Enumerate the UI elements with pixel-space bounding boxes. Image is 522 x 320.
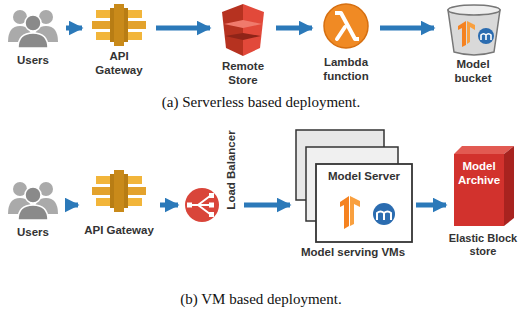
api-gateway-icon: [92, 4, 146, 46]
node-label: Users: [2, 54, 64, 68]
users-icon: [8, 182, 58, 220]
object-store-icon: [222, 4, 264, 56]
model-bucket-icon: [448, 5, 500, 55]
node-label: Load Balancer: [225, 130, 239, 209]
node-caption: Elastic Block store: [448, 232, 518, 258]
flow-arrow: [380, 26, 434, 31]
load-balancer-icon: [185, 188, 219, 222]
flow-arrow: [160, 203, 178, 208]
lambda-icon: [324, 4, 368, 48]
api-gateway-icon: [92, 170, 146, 212]
flow-arrow: [66, 203, 78, 208]
icon-node: Lambda function: [314, 2, 378, 82]
subfigure-caption: (b) VM based deployment.: [0, 291, 522, 308]
icon-node: Users: [2, 2, 64, 82]
icon-node: Model ServerModel serving VMs: [292, 128, 414, 268]
flow-arrow: [276, 26, 312, 31]
flow-arrow: [156, 26, 210, 31]
subfigure-caption: (a) Serverless based deployment.: [0, 94, 522, 111]
flow-arrow: [66, 26, 82, 31]
users-icon: [8, 10, 58, 48]
node-caption: Model serving VMs: [292, 246, 414, 260]
node-label: Remote Store: [218, 60, 268, 88]
node-label: API Gateway: [80, 224, 158, 238]
icon-node: Model bucket: [436, 2, 510, 82]
icon-node: Users: [2, 170, 64, 240]
icon-node: API Gateway: [80, 165, 158, 235]
node-label: API Gateway: [91, 50, 147, 78]
icon-node: Load Balancer: [180, 122, 242, 228]
icon-node: Remote Store: [212, 2, 274, 82]
node-label: Model Archive: [454, 160, 504, 188]
node-label: Users: [2, 226, 64, 240]
node-label: Lambda function: [317, 56, 375, 84]
flow-arrow: [416, 203, 446, 208]
vm-stack: [296, 130, 412, 242]
node-label: Model Server: [316, 170, 412, 184]
node-label: Model bucket: [448, 58, 498, 86]
icon-node: Model ArchiveElastic Block store: [448, 140, 518, 260]
icon-node: API Gateway: [84, 2, 154, 82]
flow-arrow: [244, 203, 290, 208]
block-store-icon: [454, 146, 514, 226]
